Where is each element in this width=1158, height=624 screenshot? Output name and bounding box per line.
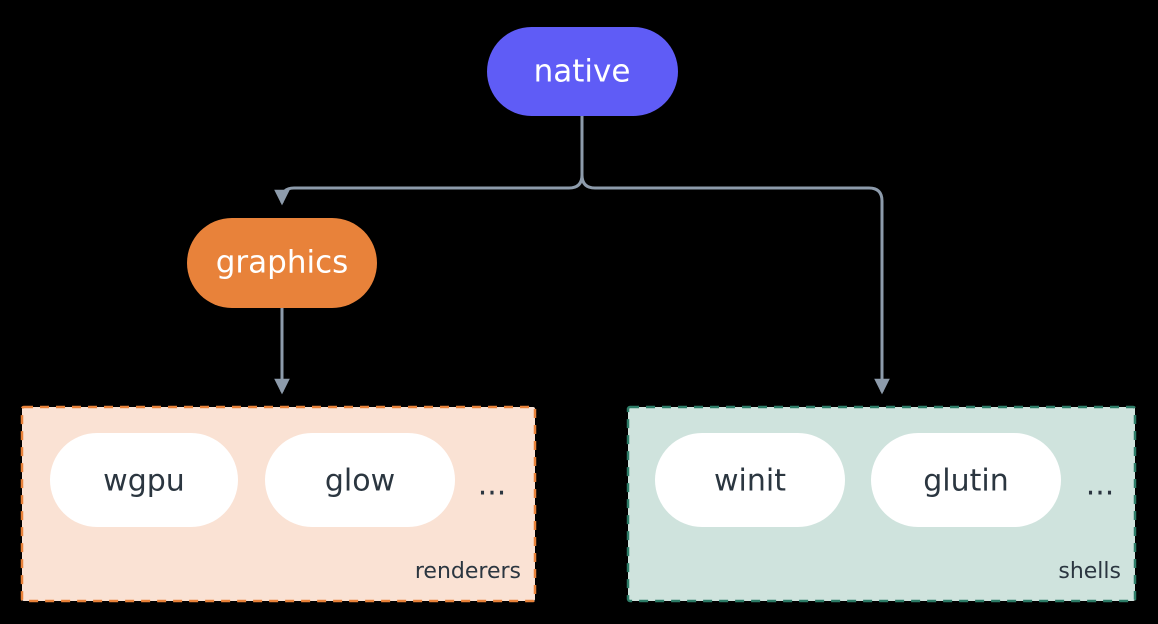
cluster-shells[interactable]: winit glutin ... shells [626,405,1137,603]
node-native-label: native [534,54,631,90]
node-native[interactable]: native [487,27,678,116]
pill-glow-label: glow [325,464,395,499]
node-graphics-label: graphics [216,245,349,281]
cluster-renderers-label: renderers [415,559,521,584]
pill-glutin-label: glutin [923,464,1009,499]
renderers-ellipsis: ... [478,468,507,503]
cluster-renderers-item-glow[interactable]: glow [265,433,455,527]
pill-winit [655,433,845,527]
edge-native-to-graphics [274,116,584,206]
cluster-renderers-item-wgpu[interactable]: wgpu [50,433,238,527]
cluster-shells-label: shells [1058,559,1121,584]
edge-native-to-shells [580,116,890,395]
node-graphics[interactable]: graphics [187,218,377,308]
cluster-renderers[interactable]: wgpu glow ... renderers [20,405,537,603]
cluster-shells-item-winit[interactable]: winit [655,433,845,527]
edge-group [274,116,890,395]
cluster-shells-item-glutin[interactable]: glutin [871,433,1061,527]
node-native-shape [487,27,678,116]
pill-glutin [871,433,1061,527]
node-graphics-shape [187,218,377,308]
pill-wgpu-label: wgpu [103,464,185,499]
pill-glow [265,433,455,527]
pill-winit-label: winit [714,464,786,499]
pill-wgpu [50,433,238,527]
shells-ellipsis: ... [1086,468,1115,503]
